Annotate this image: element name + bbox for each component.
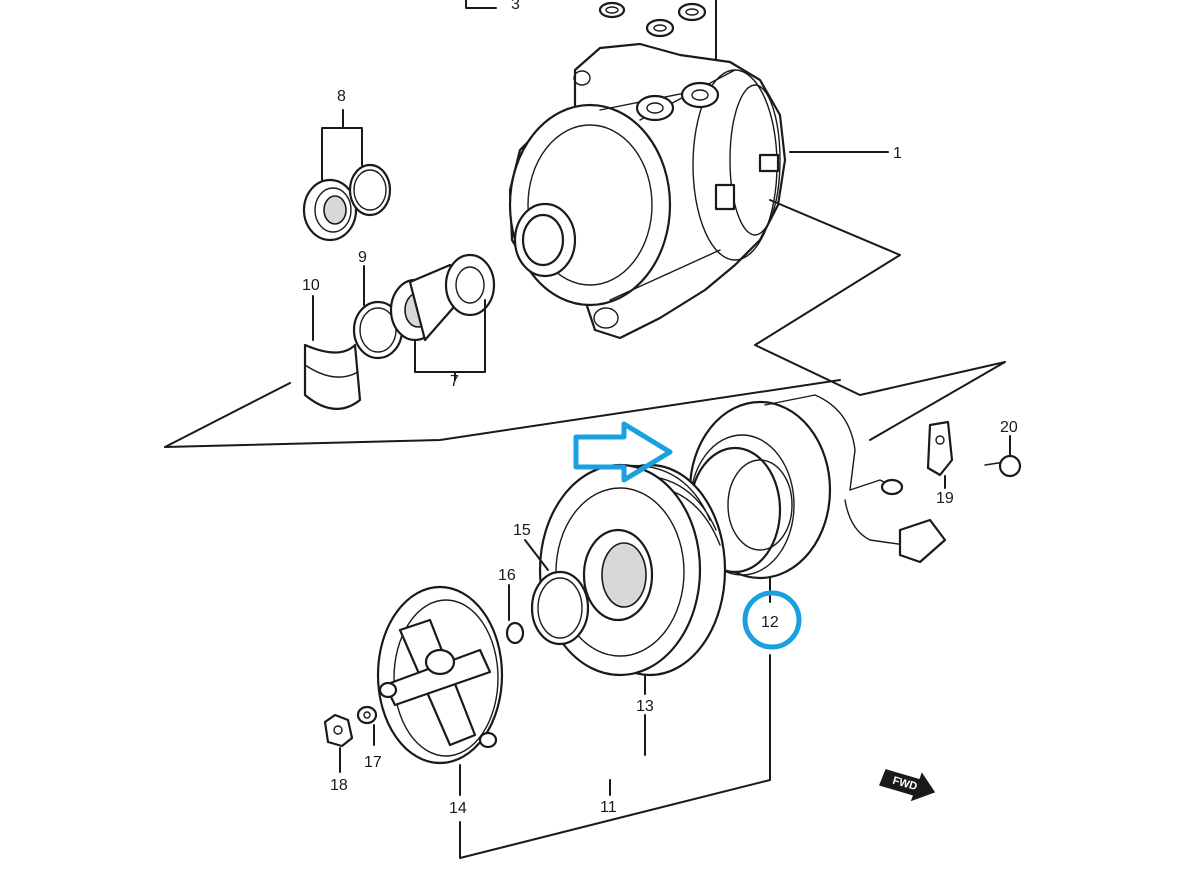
label-part-13: 13 <box>636 698 654 715</box>
label-part-20: 20 <box>1000 419 1018 436</box>
part-12-field-coil <box>688 394 947 603</box>
part-18-nut <box>323 713 354 773</box>
label-part-7: 7 <box>450 373 459 390</box>
fwd-arrow-icon: FWD <box>878 769 936 802</box>
label-part-17: 17 <box>364 754 382 771</box>
label-part-16: 16 <box>498 567 516 584</box>
highlight-circle <box>742 590 802 650</box>
label-part-18: 18 <box>330 777 348 794</box>
part-16-shim <box>505 584 525 645</box>
label-part-1: 1 <box>893 145 902 162</box>
label-part-12: 12 <box>761 614 779 631</box>
part-8-seal <box>302 109 392 242</box>
part-7-shaft-seal <box>389 253 496 381</box>
part-3-orings <box>465 0 717 91</box>
part-10-shim <box>303 295 362 410</box>
part-17-washer <box>356 705 378 746</box>
label-part-11: 11 <box>600 799 617 816</box>
guide-lines <box>164 199 1006 448</box>
label-part-14: 14 <box>449 800 467 817</box>
part-9-snapring <box>352 265 404 360</box>
part-1-compressor <box>508 42 889 340</box>
label-part-10: 10 <box>302 277 320 294</box>
highlight-arrow-icon <box>573 421 673 483</box>
label-part-9: 9 <box>358 249 367 266</box>
part-14-armature-plate <box>376 585 504 796</box>
part-20-bolt <box>984 435 1022 478</box>
part-11-assembly-bracket <box>459 654 771 859</box>
part-19-bracket <box>926 420 954 489</box>
label-part-8: 8 <box>337 88 346 105</box>
label-part-19: 19 <box>936 490 954 507</box>
label-part-15: 15 <box>513 522 531 539</box>
part-15-snapring <box>524 539 590 646</box>
label-part-3: 3 <box>511 0 520 13</box>
